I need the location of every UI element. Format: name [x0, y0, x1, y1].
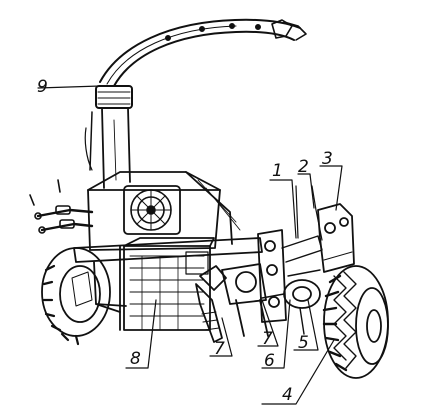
callout-3: 3: [322, 149, 333, 169]
leader-7b: [257, 299, 279, 347]
callout-7-left: 7: [214, 339, 225, 359]
chassis-frame: [73, 237, 263, 331]
leader-6: [261, 299, 291, 369]
leader-4: [261, 339, 335, 405]
leader-lines: [37, 85, 343, 405]
leader-8: [125, 299, 157, 369]
leader-5: [293, 299, 319, 351]
hydraulic-hoses: [29, 179, 94, 234]
leader-1: [269, 179, 297, 239]
callout-1: 1: [272, 161, 283, 181]
feeder-block: [123, 237, 215, 331]
leader-7a: [209, 317, 233, 357]
leader-2: [297, 173, 315, 209]
callout-5: 5: [298, 333, 309, 353]
callout-7-right: 7: [262, 329, 273, 349]
callout-4: 4: [282, 385, 293, 405]
leader-9: [37, 85, 101, 89]
blower-housing: [87, 171, 241, 251]
drive-pulley: [261, 279, 321, 335]
leader-3: [319, 165, 343, 211]
callout-9: 9: [37, 77, 48, 97]
callout-2: 2: [298, 157, 309, 177]
callout-8: 8: [130, 349, 141, 369]
callout-labels: 9 1 2 3 8 7 7 6 5 4: [37, 77, 333, 405]
gearbox-drive: [195, 263, 269, 343]
fan-wheel: [130, 189, 172, 231]
right-wheel: [322, 265, 389, 379]
discharge-spout: [84, 18, 307, 171]
hitch-linkage: [257, 185, 355, 323]
callout-6: 6: [264, 351, 275, 371]
spout-tube: [101, 107, 131, 189]
